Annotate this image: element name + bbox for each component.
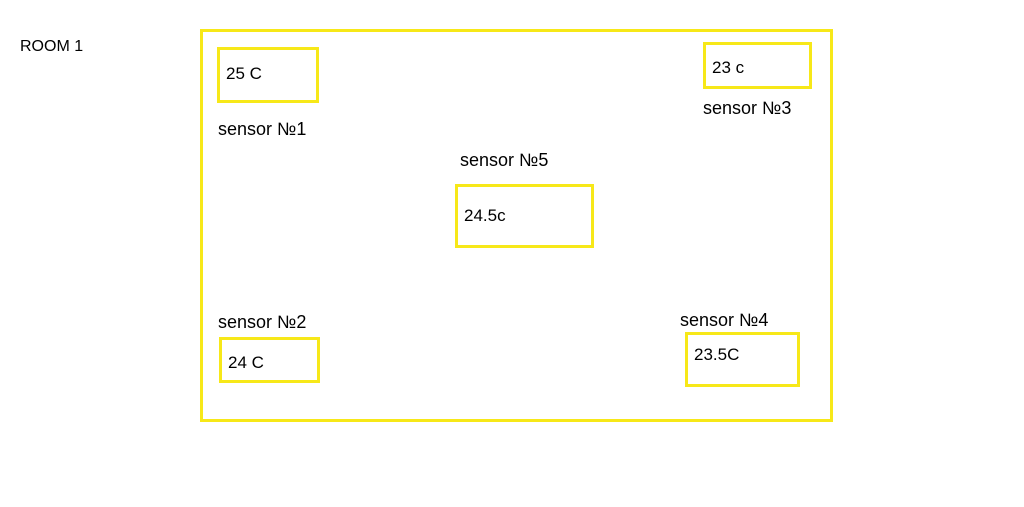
- sensor-5-reading-box: 24.5c: [455, 184, 594, 248]
- sensor-1-reading: 25 C: [226, 64, 262, 83]
- sensor-4-reading: 23.5C: [694, 345, 740, 364]
- room-frame: [200, 29, 833, 422]
- sensor-2-reading: 24 C: [228, 353, 264, 372]
- room-label: ROOM 1: [20, 38, 84, 55]
- sensor-5-reading: 24.5c: [464, 206, 506, 225]
- sensor-4-label: sensor №4: [680, 310, 769, 330]
- sensor-2-label: sensor №2: [218, 312, 307, 332]
- sensor-3-label: sensor №3: [703, 98, 792, 118]
- sensor-4-reading-box: 23.5C: [685, 332, 800, 387]
- sensor-5-label: sensor №5: [460, 150, 549, 170]
- sensor-2-reading-box: 24 C: [219, 337, 320, 383]
- sensor-1-label: sensor №1: [218, 119, 307, 139]
- sensor-3-reading-box: 23 c: [703, 42, 812, 89]
- sensor-3-reading: 23 c: [712, 58, 745, 77]
- sensor-1-reading-box: 25 C: [217, 47, 319, 103]
